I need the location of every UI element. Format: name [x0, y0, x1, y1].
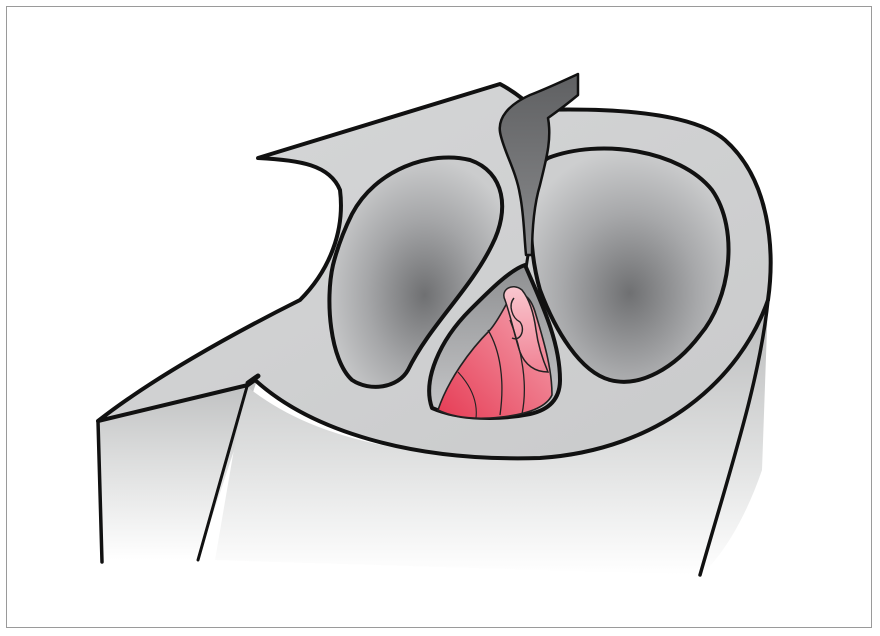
septum-line: [526, 255, 528, 268]
